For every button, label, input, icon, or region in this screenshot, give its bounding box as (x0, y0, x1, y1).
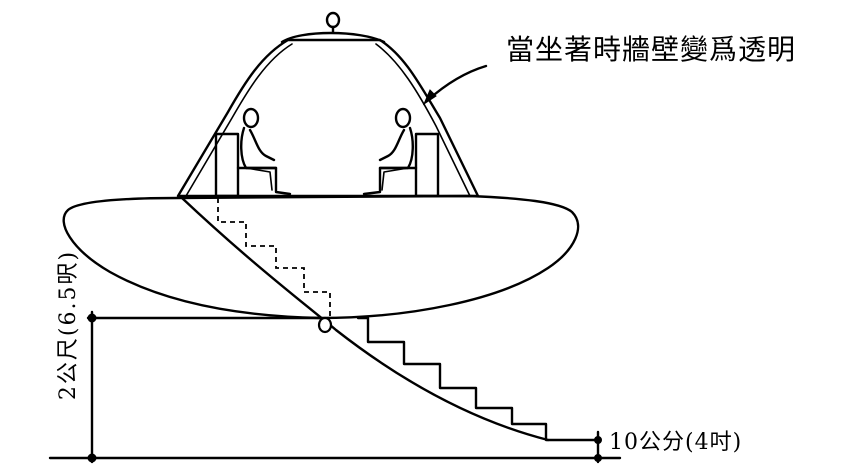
top-knob (325, 11, 341, 29)
dome-roof (280, 31, 386, 44)
step-dim-node-top (594, 436, 602, 444)
dome-inner-line-left (185, 43, 293, 197)
retracted-stairs-dashed (217, 198, 331, 316)
stair-ramp (180, 196, 550, 442)
seated-person-left (240, 107, 292, 196)
height-dimension-text: 2公尺(6.5呎) (56, 249, 81, 401)
step-dim-node-bottom (594, 454, 602, 462)
dome-inner-line-right (375, 43, 471, 197)
dome-canopy (176, 38, 480, 198)
callout-arrow (426, 64, 488, 102)
dim-node-bottom (87, 453, 97, 463)
callout-arrowhead (422, 89, 437, 106)
chair-left (214, 132, 278, 198)
bottom-dimension-label: 10公分(4吋) (609, 430, 743, 455)
height-dimension-label: 2公尺(6.5呎) (36, 190, 96, 460)
saucer-body (62, 194, 580, 320)
callout-label: 當坐著時牆壁變爲透明 (506, 33, 797, 66)
seated-person-right (362, 107, 414, 196)
dim-node-top (87, 313, 97, 323)
hinge (317, 316, 333, 334)
deployed-stairs (356, 316, 602, 442)
